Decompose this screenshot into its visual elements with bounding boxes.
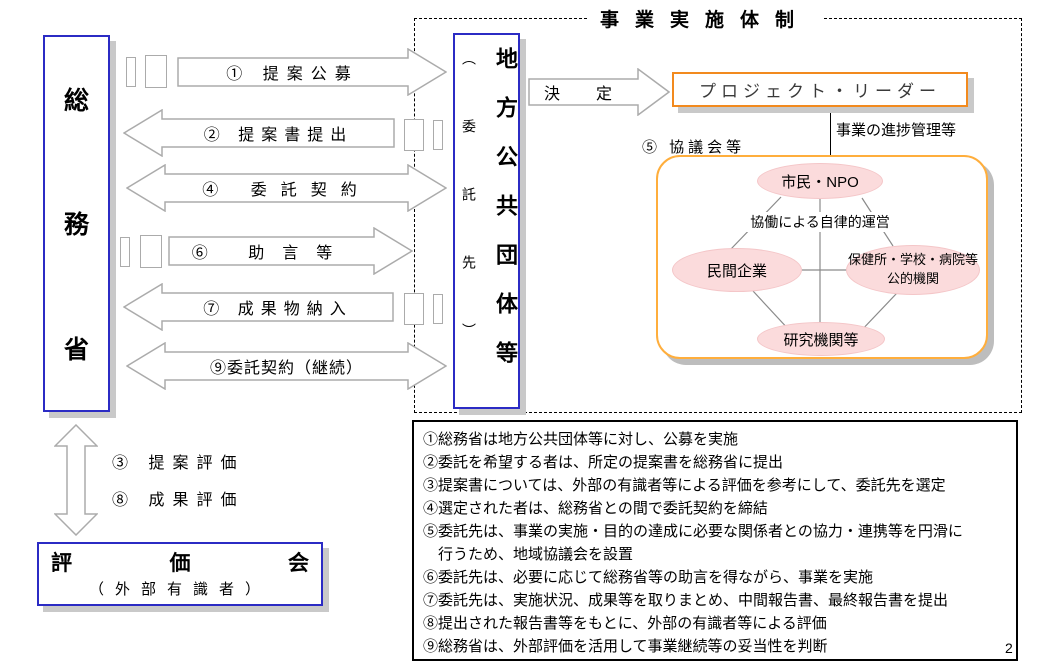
arrow-label: ⑨委託契約（継続）	[209, 360, 363, 377]
document-rect-icon	[433, 294, 443, 324]
document-rect-icon	[120, 237, 130, 267]
arrow-label: ⑥ 助言等	[191, 245, 351, 262]
node-public-institutions: 保健所・学校・病院等 公的機関	[846, 245, 980, 295]
note-line: ②委託を希望する者は、所定の提案書を総務省に提出	[423, 454, 784, 471]
document-rect-icon	[404, 119, 424, 151]
ministry-char: 務	[63, 211, 89, 240]
node-research-institutes: 研究機関等	[757, 322, 885, 356]
arrow-advice: ⑥ 助言等	[168, 227, 413, 275]
result-evaluation-label: ⑧ 成果評価	[112, 492, 245, 509]
document-rect-icon	[140, 235, 162, 268]
evaluation-box-subtitle: （外部有識者）	[88, 581, 271, 598]
arrow-label: ① 提案公募	[226, 66, 359, 83]
node-label-line2: 公的機関	[886, 271, 939, 286]
process-notes-box: ①総務省は地方公共団体等に対し、公募を実施 ②委託を希望する者は、所定の提案書を…	[412, 420, 1018, 661]
network-center-label: 協働による自律的運営	[740, 212, 900, 232]
node-citizens-npo: 市民・NPO	[757, 163, 883, 199]
note-line: 行うため、地域協議会を設置	[423, 546, 634, 563]
node-label-line1: 保健所・学校・病院等	[847, 252, 978, 268]
arrow-label: ④ 委託契約	[202, 182, 371, 199]
document-rect-icon	[404, 293, 424, 325]
arrow-contract-renewal: ⑨委託契約（継続）	[126, 342, 447, 390]
note-line: ①総務省は地方公共団体等に対し、公募を実施	[423, 431, 739, 448]
note-line: ④選定された者は、総務省との間で委託契約を締結	[423, 500, 768, 517]
ministry-box: 総 務 省	[43, 35, 110, 412]
note-line: ⑨総務省は、外部評価を活用して事業継続等の妥当性を判断	[423, 638, 828, 655]
document-rect-icon	[433, 120, 443, 150]
arrow-consignment-contract: ④ 委託契約	[126, 164, 447, 212]
eval-title-char: 価	[169, 552, 191, 575]
note-line: ⑥委託先は、必要に応じて総務省等の助言を得ながら、事業を実施	[423, 569, 874, 586]
arrow-evaluation-vertical	[53, 423, 99, 541]
arrow-proposal-submit: ② 提案書提出	[123, 109, 395, 157]
slide-title: 事業実施体制	[588, 5, 823, 32]
delegate-main-label: 地方公共団体等	[493, 47, 518, 390]
note-line: ③提案書については、外部の有識者等による評価を参考にして、委託先を選定	[423, 477, 946, 494]
note-line: ⑧提出された報告書等をもとに、外部の有識者等による評価	[423, 615, 827, 632]
council-heading: ⑤ 協議会等	[642, 139, 746, 156]
arrow-proposal-call: ① 提案公募	[177, 48, 447, 96]
local-government-box: （委託先） 地方公共団体等	[453, 33, 520, 409]
progress-management-label: 事業の進捗管理等	[836, 122, 957, 139]
evaluation-box-title: 評 価 会	[51, 547, 309, 577]
arrow-deliverables: ⑦ 成果物納入	[123, 283, 394, 331]
note-line: ⑦委託先は、実施状況、成果等を取りまとめ、中間報告書、最終報告書を提出	[423, 592, 949, 609]
project-leader-box: プロジェクト・リーダー	[672, 72, 968, 107]
arrow-label: ② 提案書提出	[203, 127, 354, 144]
leader-council-connector	[830, 107, 831, 156]
document-rect-icon	[145, 55, 167, 88]
ministry-char: 省	[63, 335, 89, 364]
arrow-decision: 決 定	[528, 68, 670, 116]
evaluation-committee-box: 評 価 会 （外部有識者）	[37, 542, 323, 606]
eval-title-char: 評	[51, 552, 72, 575]
arrow-label: 決 定	[543, 86, 622, 103]
eval-title-char: 会	[288, 552, 309, 575]
proposal-evaluation-label: ③ 提案評価	[112, 455, 245, 472]
document-rect-icon	[126, 57, 136, 87]
delegate-side-label: （委託先）	[461, 51, 477, 391]
ministry-char: 総	[63, 87, 89, 116]
page-number: 2	[1005, 640, 1013, 656]
arrow-label: ⑦ 成果物納入	[203, 301, 353, 318]
node-private-companies: 民間企業	[672, 248, 802, 292]
note-line: ⑤委託先は、事業の実施・目的の達成に必要な関係者との協力・連携等を円滑に	[423, 523, 963, 540]
